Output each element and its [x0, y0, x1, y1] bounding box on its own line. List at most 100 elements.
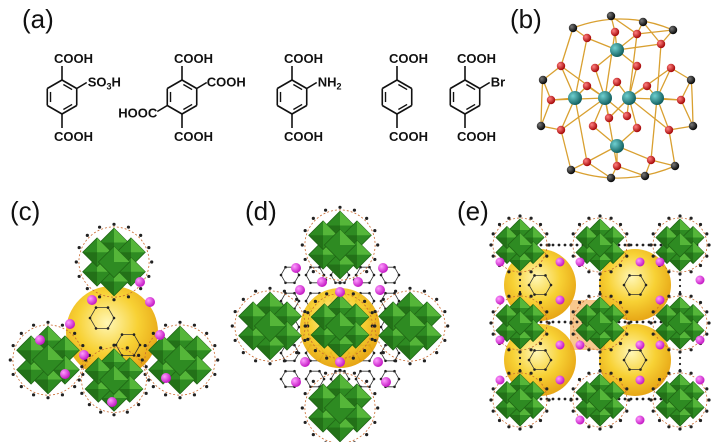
carbon-atom [313, 349, 317, 353]
carbon-atom [644, 283, 648, 287]
carbon-atom [569, 243, 573, 247]
carbon-atom [365, 216, 369, 220]
carbon-atom [545, 332, 549, 336]
carbon-atom [639, 293, 642, 296]
carbon-atom [384, 369, 387, 373]
carbon-atom [94, 306, 98, 309]
octahedron-face [325, 427, 340, 442]
carbon-atom [347, 273, 351, 277]
carbon-atom [678, 278, 682, 282]
panel-label-c: (c) [10, 196, 41, 226]
carbon-atom [397, 377, 401, 381]
carbon-atom [241, 297, 245, 301]
carbon-atom [150, 260, 154, 264]
carbon-atom [99, 410, 103, 414]
octahedron-face [680, 374, 691, 385]
carbon-atom [300, 243, 304, 247]
octahedron-face [613, 241, 625, 253]
octahedron-face [324, 303, 338, 317]
carbon-atom [618, 263, 623, 268]
octahedron-face [114, 228, 129, 243]
carbon-atom [651, 409, 655, 413]
bond [449, 79, 466, 90]
carbon-atom [638, 17, 648, 27]
carbon-atom [347, 377, 351, 381]
linker-substituent-atom [495, 375, 505, 385]
octahedron-face [355, 303, 369, 317]
carbon-atom [88, 316, 92, 320]
carbon-atom [368, 385, 371, 389]
carbon-atom [491, 387, 495, 391]
substituent-label: Br [491, 75, 505, 90]
carbon-atom [539, 320, 543, 324]
panel-label-a: (a) [22, 4, 54, 34]
octahedron-face [586, 381, 598, 393]
cluster-bond [574, 37, 588, 99]
linker-substituent-atom [555, 375, 565, 385]
cooh-label: COOH [54, 51, 93, 66]
carbon-atom [354, 377, 358, 381]
cooh-label: COOH [174, 129, 213, 144]
octahedron-face [669, 338, 680, 349]
carbon-atom [138, 343, 142, 347]
oxygen-atom [656, 39, 666, 49]
carbon-atom [507, 348, 511, 352]
carbon-atom [678, 272, 682, 276]
carbon-atom [705, 310, 709, 314]
octahedron-face [600, 233, 612, 245]
panel-b-zr-cluster [536, 11, 698, 183]
carbon-atom [397, 351, 401, 355]
octahedron-face [114, 246, 130, 262]
cluster-arc [540, 79, 544, 127]
carbon-atom [497, 222, 502, 227]
carbon-atom [126, 225, 131, 229]
carbon-atom [551, 397, 555, 401]
carbon-atom [533, 274, 536, 277]
carbon-atom [623, 397, 627, 401]
carbon-atom [563, 243, 567, 247]
carbon-atom [120, 333, 124, 336]
carbon-atom [139, 287, 143, 291]
bond [276, 79, 293, 90]
carbon-atom [598, 278, 602, 282]
carbon-atom [618, 222, 623, 227]
carbon-atom [625, 387, 629, 391]
carbon-atom [575, 243, 579, 247]
octahedron-face [680, 233, 692, 245]
carbon-atom [705, 387, 709, 391]
carbon-atom [527, 358, 531, 362]
octahedron-face [311, 335, 325, 349]
carbon-atom [489, 243, 493, 247]
carbon-atom [587, 294, 591, 298]
carbon-atom [627, 398, 631, 402]
octahedron-face [509, 415, 520, 426]
carbon-atom [137, 353, 141, 357]
carbon-atom [635, 243, 639, 247]
zr-octahedron-unit [74, 222, 154, 302]
carbon-atom [373, 324, 377, 328]
octahedron-face [16, 350, 32, 365]
linker-substituent-atom [145, 297, 155, 307]
octahedron-face [340, 250, 355, 265]
bond [181, 104, 198, 115]
octahedron-face [589, 260, 600, 271]
carbon-atom [547, 398, 551, 402]
octahedron-face [575, 315, 587, 327]
bond [181, 79, 198, 90]
carbon-atom [609, 371, 613, 375]
carbon-atom [334, 369, 337, 373]
oxygen-atom [590, 63, 600, 73]
octahedron-face [666, 304, 678, 316]
octahedron-face [323, 220, 338, 236]
cluster-bond [574, 97, 588, 163]
linker-substituent-atom [495, 257, 505, 267]
octahedron-face [410, 310, 426, 326]
carbon-atom [81, 343, 85, 348]
cluster-outline [81, 347, 147, 413]
octahedron-face [393, 301, 408, 317]
octahedron-face [669, 415, 680, 426]
linker-substituent-atom [335, 287, 345, 297]
oxygen-atom [604, 113, 614, 123]
